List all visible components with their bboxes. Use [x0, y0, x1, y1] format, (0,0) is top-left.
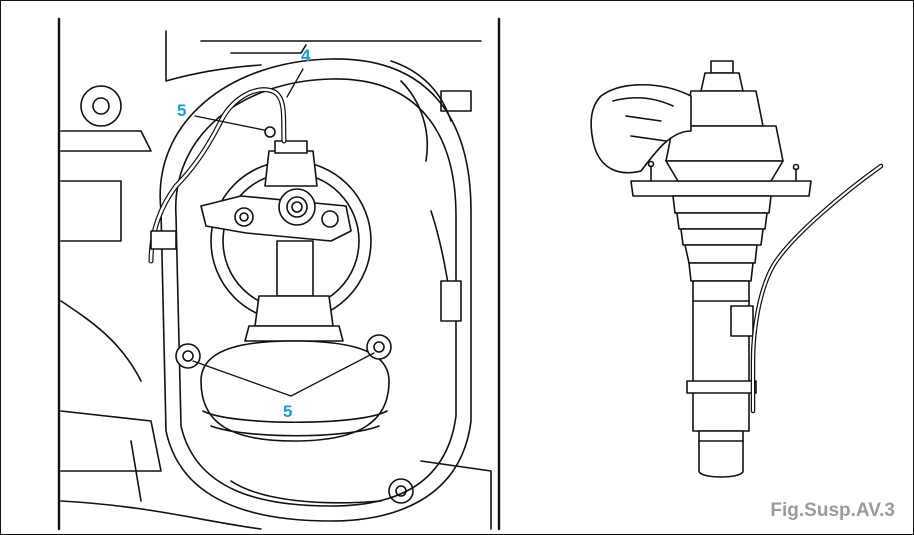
callout-sphere-fixings: 5	[283, 402, 293, 421]
figure-caption: Fig.Susp.AV.3	[770, 500, 895, 521]
strut-assembly-illustration	[590, 60, 884, 478]
engine-bay-illustration	[57, 17, 501, 531]
callout-upper-fixing: 5	[177, 101, 187, 120]
callout-pipe: 4	[301, 46, 311, 65]
